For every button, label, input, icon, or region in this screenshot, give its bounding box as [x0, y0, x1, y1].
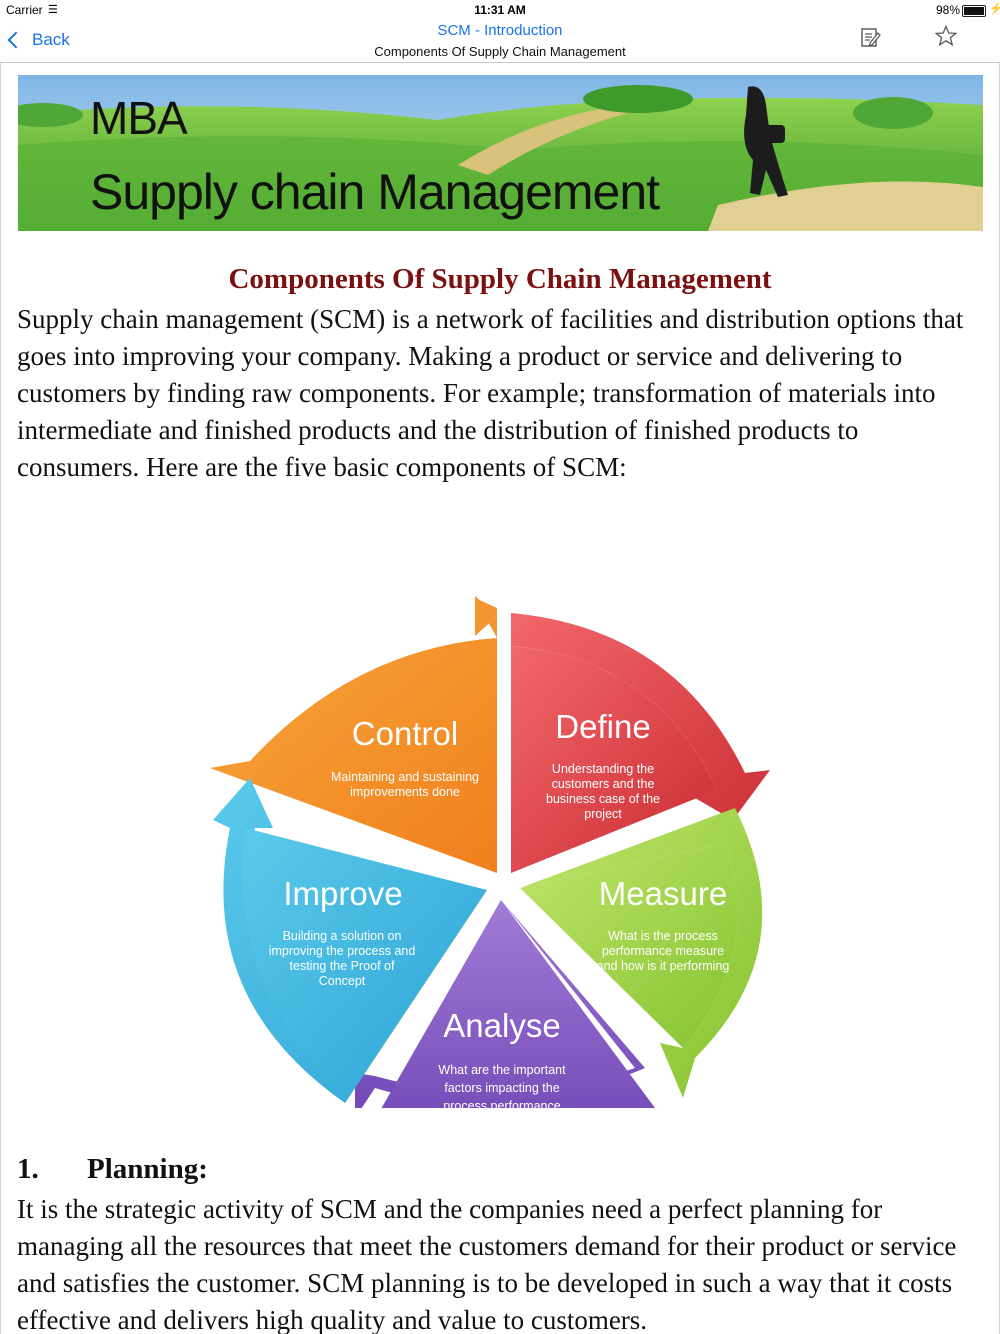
banner-title-line2: Supply chain Management	[90, 164, 660, 220]
article-heading: Components Of Supply Chain Management	[228, 263, 772, 295]
analyse-title: Analyse	[443, 1007, 561, 1044]
article-content[interactable]: MBA Supply chain Management Components O…	[0, 63, 1000, 1334]
charging-icon: ⚡	[989, 3, 1000, 15]
improve-desc: Building a solution on improving the pro…	[268, 929, 416, 988]
control-title: Control	[351, 715, 459, 752]
scm-components-diagram: Control Maintaining and sustaining impro…	[205, 528, 795, 1144]
navigation-bar: Back SCM - Introduction Components Of Su…	[0, 20, 1000, 63]
measure-title: Measure	[598, 875, 728, 912]
star-icon[interactable]	[934, 24, 958, 48]
battery-fill	[964, 7, 984, 15]
intro-paragraph: Supply chain management (SCM) is a netwo…	[17, 304, 964, 482]
banner-landscape	[18, 75, 983, 231]
define-segment	[511, 613, 770, 873]
planning-paragraph: It is the strategic activity of SCM and …	[17, 1194, 957, 1334]
battery-icon	[962, 5, 986, 17]
define-desc: Understanding the customers and the busi…	[546, 762, 660, 821]
battery-percent: 98%	[936, 3, 961, 17]
status-bar: Carrier ☰ 11:31 AM 98% ⚡	[0, 0, 1000, 20]
nav-title: SCM - Introduction	[437, 22, 563, 39]
control-desc: Maintaining and sustaining improvements …	[330, 770, 480, 799]
banner-image: MBA Supply chain Management	[18, 75, 983, 231]
wheel-graphic	[210, 596, 770, 1144]
measure-desc: What is the process performance measure …	[596, 929, 730, 973]
section-title: Planning:	[87, 1153, 208, 1185]
back-button[interactable]: Back	[7, 30, 70, 50]
back-label: Back	[32, 30, 70, 49]
control-segment	[210, 638, 497, 873]
improve-segment	[213, 778, 487, 1103]
clock: 11:31 AM	[474, 3, 526, 17]
nav-subtitle: Components Of Supply Chain Management	[374, 44, 626, 59]
analyse-desc: What are the important factors impacting…	[438, 1063, 566, 1113]
wifi-icon: ☰	[48, 4, 58, 16]
improve-title: Improve	[283, 875, 403, 912]
section-number: 1.	[17, 1153, 39, 1185]
edit-note-icon[interactable]	[859, 26, 881, 48]
define-title: Define	[555, 708, 651, 745]
measure-segment	[520, 808, 763, 1098]
carrier-label: Carrier	[6, 3, 43, 17]
banner-title-line1: MBA	[90, 92, 188, 144]
section-heading-planning: 1. Planning:	[17, 1153, 208, 1186]
